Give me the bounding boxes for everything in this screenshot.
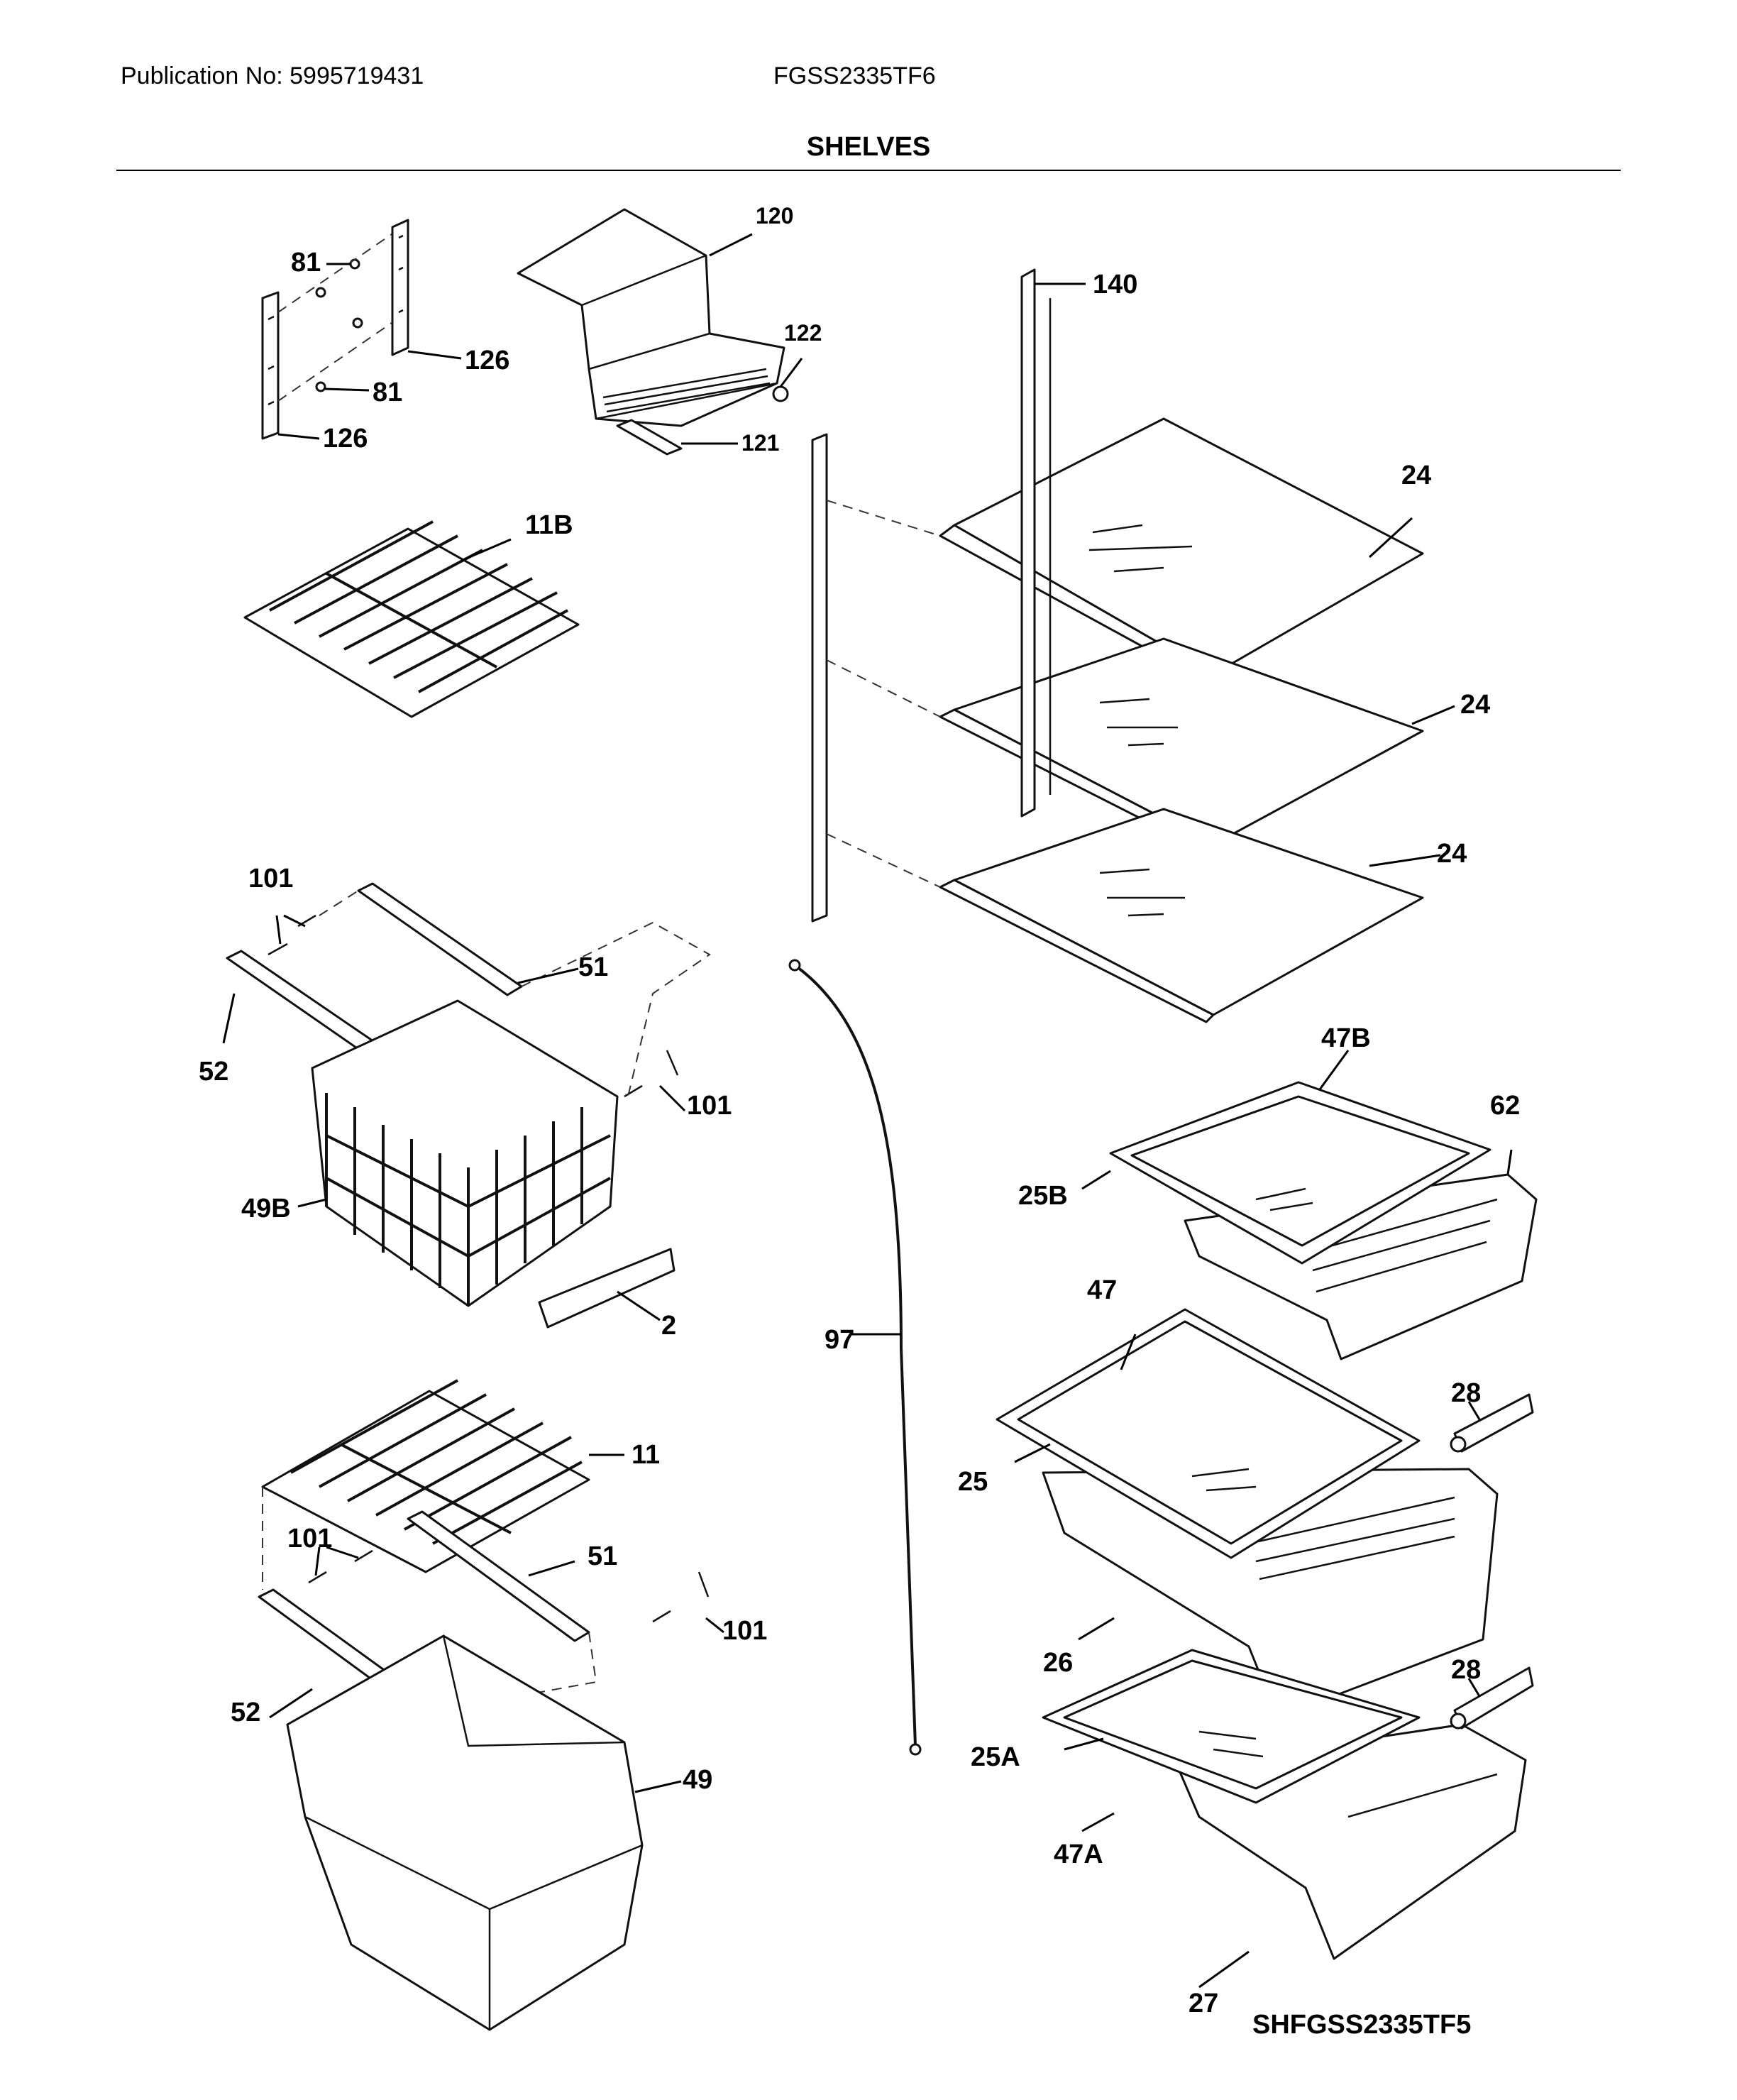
callout-120: 120 — [756, 203, 793, 229]
part-121[interactable] — [616, 419, 683, 456]
callout-28-lower: 28 — [1451, 1655, 1481, 1685]
callout-81-lower: 81 — [373, 378, 402, 407]
publication-number: Publication No: 5995719431 — [121, 62, 424, 89]
callout-51-lower: 51 — [588, 1541, 617, 1571]
header-rule — [116, 170, 1621, 171]
glass-shelf-24-top[interactable] — [939, 417, 1424, 683]
callout-101-lower-left: 101 — [287, 1524, 332, 1554]
callout-47A: 47A — [1054, 1840, 1103, 1869]
bracket-126-right[interactable] — [391, 219, 409, 356]
glass-shelf-24-bottom[interactable] — [939, 808, 1424, 1023]
callout-47: 47 — [1087, 1275, 1117, 1305]
trim-2[interactable] — [538, 1248, 676, 1329]
callout-24-top: 24 — [1401, 461, 1431, 490]
callout-52-lower: 52 — [231, 1698, 260, 1727]
callout-49: 49 — [683, 1765, 712, 1795]
tube-97[interactable] — [788, 959, 922, 1756]
callout-101-lower-right: 101 — [722, 1616, 767, 1646]
glass-cover-47[interactable] — [1017, 1320, 1403, 1545]
callout-62: 62 — [1490, 1091, 1520, 1121]
callout-49B: 49B — [241, 1194, 291, 1224]
callout-26: 26 — [1043, 1648, 1073, 1678]
freezer-bin-49[interactable] — [286, 1634, 644, 2031]
model-number: FGSS2335TF6 — [773, 62, 936, 89]
screws-81[interactable] — [277, 233, 392, 402]
callout-51-upper: 51 — [578, 952, 608, 982]
shelf-rail-140[interactable] — [1020, 268, 1052, 818]
callout-25B: 25B — [1018, 1181, 1068, 1211]
callout-25A: 25A — [971, 1742, 1020, 1772]
callout-11: 11 — [632, 1440, 660, 1470]
callout-101-upper-left: 101 — [248, 864, 293, 894]
screws-101-upper[interactable] — [268, 890, 711, 1098]
slide-51-upper[interactable] — [357, 882, 523, 996]
crisper-drawer-26[interactable] — [1042, 1468, 1499, 1719]
drawer-clip-28-upper[interactable] — [1450, 1393, 1534, 1453]
callout-52-upper: 52 — [199, 1057, 228, 1087]
diagram-code: SHFGSS2335TF5 — [1252, 2010, 1471, 2040]
leader-lines — [222, 233, 1513, 1989]
callout-27: 27 — [1189, 1989, 1218, 2018]
callout-47B: 47B — [1321, 1023, 1371, 1053]
callout-81-upper: 81 — [291, 248, 321, 277]
callout-2: 2 — [661, 1311, 676, 1341]
shelf-ladder-left[interactable] — [811, 433, 941, 923]
callout-24-bottom: 24 — [1437, 839, 1467, 869]
callout-24-middle: 24 — [1460, 690, 1490, 720]
callout-126-right: 126 — [465, 346, 509, 375]
callout-126-left: 126 — [323, 424, 368, 453]
callout-28-upper: 28 — [1451, 1378, 1481, 1408]
slide-52-upper[interactable] — [226, 950, 388, 1060]
callout-122: 122 — [784, 320, 822, 346]
callout-11B: 11B — [525, 510, 573, 540]
callout-121: 121 — [741, 430, 779, 456]
callout-101-upper-right: 101 — [687, 1091, 732, 1121]
wire-shelf-11B[interactable] — [243, 520, 580, 718]
glass-cover-47A[interactable] — [1063, 1659, 1403, 1790]
shelf-bin-120[interactable] — [517, 208, 785, 427]
callout-25: 25 — [958, 1467, 988, 1497]
bracket-126-left[interactable] — [261, 291, 280, 440]
glass-cover-47B[interactable] — [1130, 1095, 1470, 1247]
wire-shelf-11[interactable] — [261, 1379, 590, 1573]
part-122[interactable] — [772, 385, 789, 402]
callout-140: 140 — [1093, 270, 1137, 299]
drawer-clip-28-lower[interactable] — [1450, 1666, 1534, 1730]
callout-97: 97 — [825, 1325, 854, 1355]
wire-basket-49B[interactable] — [311, 999, 619, 1307]
section-title: SHELVES — [806, 132, 931, 162]
